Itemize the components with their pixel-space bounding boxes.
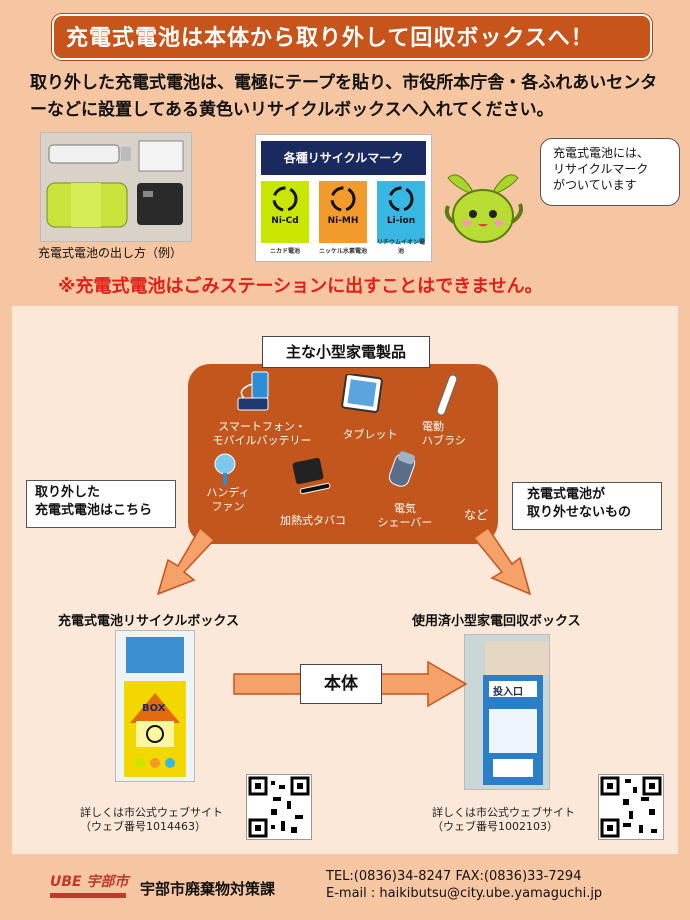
marks-header: 各種リサイクルマーク <box>261 141 426 175</box>
bubble-line: 充電式電池には、 <box>553 146 650 160</box>
qr-code-icon[interactable] <box>598 774 664 840</box>
tablet-icon <box>341 374 383 413</box>
item-line: シェーバー <box>377 516 433 529</box>
recycle-icon <box>388 186 414 212</box>
mark-label: Li-ion <box>386 216 416 226</box>
recycle-icon <box>272 186 298 212</box>
bubble-line: がついています <box>553 178 637 192</box>
note-line: 取り外した <box>35 485 101 500</box>
shaver-icon <box>388 451 416 487</box>
web-line: 詳しくは市公式ウェブサイト <box>432 806 575 819</box>
arrow-down-right-icon <box>472 526 532 596</box>
recycle-marks-panel: 各種リサイクルマーク Ni-Cd ニカド電池 Ni-MH ニッケル水素電池 Li… <box>255 134 432 262</box>
mark-caption: リチウムイオン電池 <box>377 239 426 255</box>
collection-box-photo: 投入口 <box>464 634 550 790</box>
mark-caption: ニカド電池 <box>269 248 300 255</box>
photo-caption: 充電式電池の出し方（例） <box>38 246 183 260</box>
item-line: モバイルバッテリー <box>212 434 312 447</box>
contact-info: TEL:(0836)34-8247 FAX:(0836)33-7294 E-ma… <box>326 868 602 902</box>
mark-label: Ni-MH <box>327 216 359 226</box>
right-web-info: 詳しくは市公式ウェブサイト （ウェブ番号1002103） <box>432 806 575 834</box>
box-sign: BOX <box>142 703 166 714</box>
item-line: ファン <box>211 500 245 513</box>
note-line: 充電式電池が <box>527 487 606 502</box>
smartphone-icon <box>237 371 269 411</box>
item-handy-fan: ハンディ ファン <box>198 486 258 514</box>
item-line: タブレット <box>342 428 398 441</box>
item-heated-tobacco: 加熱式タバコ <box>268 514 358 528</box>
city-logo: UBE 宇部市 <box>50 871 130 905</box>
logo-text: UBE 宇部市 <box>50 874 129 890</box>
left-note: 取り外した 充電式電池はこちら <box>26 480 176 528</box>
item-line: ハブラシ <box>422 434 466 447</box>
left-box-title: 充電式電池リサイクルボックス <box>58 614 239 629</box>
right-note: 充電式電池が 取り外せないもの <box>512 482 662 530</box>
item-line: 電動 <box>422 420 444 433</box>
contact-tel: TEL:(0836)34-8247 FAX:(0836)33-7294 <box>326 869 582 884</box>
item-line: 電気 <box>394 502 416 515</box>
web-line: （ウェブ番号1002103） <box>432 820 558 833</box>
box-sign: 投入口 <box>493 687 523 698</box>
left-web-info: 詳しくは市公式ウェブサイト （ウェブ番号1014463） <box>80 806 223 834</box>
mark-nicd: Ni-Cd ニカド電池 <box>261 181 309 255</box>
intro-text: 取り外した充電式電池は、電極にテープを貼り、市役所本庁舎・各ふれあいセンターなど… <box>30 73 658 120</box>
handy-fan-icon <box>214 453 236 485</box>
toothbrush-icon <box>436 374 458 416</box>
item-line: スマートフォン・ <box>218 420 306 433</box>
item-line: ハンディ <box>206 486 250 499</box>
note-line: 取り外せないもの <box>527 505 632 520</box>
recycle-box-photo: BOX <box>115 630 195 782</box>
products-title: 主な小型家電製品 <box>262 336 430 368</box>
item-tablet: タブレット <box>330 428 410 442</box>
item-smartphone: スマートフォン・ モバイルバッテリー <box>202 420 322 448</box>
speech-bubble: 充電式電池には、 リサイクルマーク がついています <box>540 138 680 206</box>
heated-tobacco-icon <box>292 457 331 495</box>
item-line: 加熱式タバコ <box>280 514 346 527</box>
mark-liion: Li-ion リチウムイオン電池 <box>377 181 425 255</box>
battery-photo <box>40 132 192 242</box>
recycle-icon <box>330 186 356 212</box>
mark-caption: ニッケル水素電池 <box>319 248 368 255</box>
mascot-icon <box>444 174 523 243</box>
mark-label: Ni-Cd <box>271 216 299 226</box>
department-name: 宇部市廃棄物対策課 <box>140 880 276 898</box>
item-shaver: 電気 シェーバー <box>370 502 440 530</box>
web-line: 詳しくは市公式ウェブサイト <box>80 806 223 819</box>
page-banner: 充電式電池は本体から取り外して回収ボックスへ！ <box>52 14 652 60</box>
note-line: 充電式電池はこちら <box>35 503 153 518</box>
arrow-down-left-icon <box>156 526 216 596</box>
contact-email[interactable]: E-mail : haikibutsu@city.ube.yamaguchi.j… <box>326 886 603 901</box>
web-line: （ウェブ番号1014463） <box>80 820 206 833</box>
arrow-label: 本体 <box>300 664 382 704</box>
bubble-line: リサイクルマーク <box>553 162 649 176</box>
qr-code-icon[interactable] <box>246 774 312 840</box>
mark-nimh: Ni-MH ニッケル水素電池 <box>319 181 367 255</box>
warning-text: ※充電式電池はごみステーションに出すことはできません。 <box>58 276 543 297</box>
item-toothbrush: 電動 ハブラシ <box>422 420 472 448</box>
item-etc: など <box>463 508 488 522</box>
right-box-title: 使用済小型家電回収ボックス <box>412 614 581 629</box>
